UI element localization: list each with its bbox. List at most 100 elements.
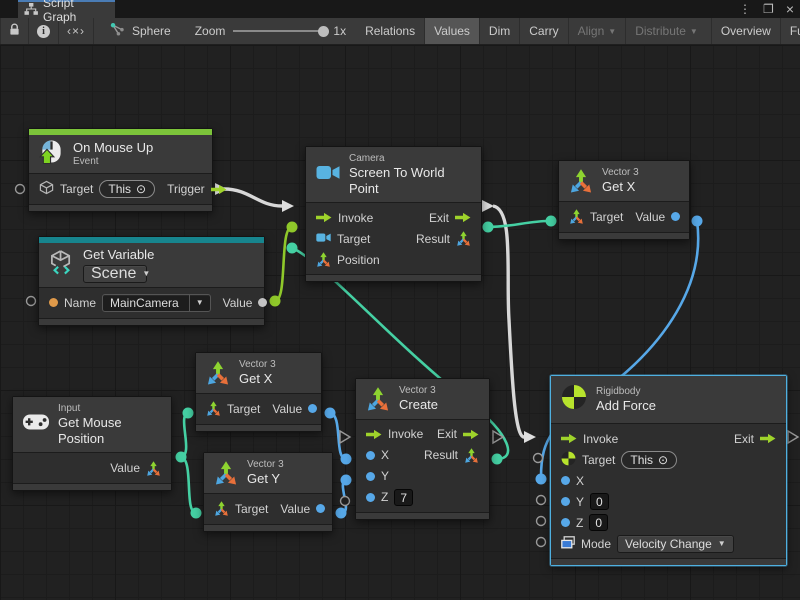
node-add-force[interactable]: Rigidbody Add Force Invoke Exit (550, 375, 787, 566)
flow-arrow-icon[interactable] (316, 212, 332, 223)
carry-button[interactable]: Carry (519, 18, 567, 44)
port-mouseup-target-in[interactable] (16, 185, 25, 194)
rigidbody-port-icon[interactable] (561, 451, 576, 469)
align-button[interactable]: Align ▼ (568, 18, 626, 44)
code-view-icon: ‹×› (67, 24, 85, 38)
values-button[interactable]: Values (424, 18, 479, 44)
target-object-field[interactable]: This ⊙ (99, 180, 155, 198)
zoom-slider[interactable] (233, 30, 325, 32)
mode-dropdown[interactable]: Velocity Change ▼ (617, 535, 734, 553)
z-value-field[interactable]: 0 (589, 514, 608, 531)
port-addforce-y-in[interactable] (537, 496, 546, 505)
port-create-x-in[interactable] (341, 454, 352, 465)
port-addforce-exit-out[interactable] (788, 431, 798, 443)
port-addforce-x-in[interactable] (536, 474, 547, 485)
zoom-slider-handle[interactable] (318, 26, 329, 37)
flow-arrow-icon[interactable] (455, 212, 471, 223)
lock-icon (9, 23, 20, 39)
node-vector3-create[interactable]: Vector 3 Create Invoke Exit X Result (355, 378, 490, 520)
node-get-x-top[interactable]: Vector 3 Get X Target Value (558, 160, 690, 240)
node-get-y[interactable]: Vector 3 Get Y Target Value (203, 452, 333, 532)
port-create-y-in[interactable] (341, 475, 352, 486)
flow-arrow-icon[interactable] (561, 433, 577, 444)
camera-port-icon[interactable] (316, 232, 331, 246)
port-stw-exit-out[interactable] (482, 200, 494, 212)
vector3-icon[interactable] (456, 231, 471, 246)
object-picker-icon[interactable]: ⊙ (658, 453, 668, 467)
port-create-result-out[interactable] (492, 454, 503, 465)
port-variable-value-out[interactable] (270, 296, 281, 307)
vector3-icon[interactable] (569, 209, 584, 224)
float-port[interactable] (366, 493, 375, 502)
tab-script-graph[interactable]: Script Graph (18, 0, 115, 18)
overview-button[interactable]: Overview (711, 18, 780, 44)
wire-mouse-to-getx (181, 413, 188, 457)
port-addforce-mode-in[interactable] (537, 538, 546, 547)
window-maximize-icon[interactable]: ❐ (763, 2, 774, 16)
zoom-label: Zoom (195, 24, 226, 38)
graph-toolbar: i ‹×› Sphere Zoom 1x Relations Values Di… (0, 18, 800, 45)
zoom-value: 1x (333, 24, 346, 38)
float-port[interactable] (366, 451, 375, 460)
port-getxmid-value-out[interactable] (325, 408, 336, 419)
node-get-x-mid[interactable]: Vector 3 Get X Target Value (195, 352, 322, 432)
node-on-mouse-up[interactable]: On Mouse Up Event Target This ⊙ Trigger (28, 128, 213, 212)
vector3-icon[interactable] (214, 501, 229, 516)
variable-scope-dropdown[interactable]: Scene ▼ (83, 265, 147, 283)
name-label: Name (64, 296, 96, 310)
x-label: X (576, 474, 584, 488)
port-addforce-target-in[interactable] (534, 454, 543, 463)
object-picker-icon[interactable]: ⊙ (136, 182, 146, 196)
flow-arrow-icon[interactable] (760, 433, 776, 444)
window-close-icon[interactable]: × (786, 1, 794, 17)
target-label: Target (60, 182, 93, 196)
float-port[interactable] (561, 476, 570, 485)
float-port[interactable] (308, 404, 317, 413)
port-gety-value-out[interactable] (336, 508, 347, 519)
node-title: Get Mouse Position (58, 415, 161, 446)
vector3-icon[interactable] (146, 461, 161, 476)
float-port[interactable] (561, 518, 570, 527)
variable-name-dropdown[interactable]: MainCamera ▼ (102, 294, 211, 312)
dim-button[interactable]: Dim (479, 18, 519, 44)
node-screen-to-world-point[interactable]: Camera Screen To World Point Invoke Exit (305, 146, 482, 282)
port-mouse-value-out[interactable] (176, 452, 187, 463)
port-stw-position-in[interactable] (287, 243, 298, 254)
z-value-field[interactable]: 7 (394, 489, 413, 506)
port-create-invoke-in[interactable] (340, 431, 350, 443)
port-stw-target-in[interactable] (287, 222, 298, 233)
port-create-z-in[interactable] (341, 497, 350, 506)
port-getxtop-value-out[interactable] (692, 216, 703, 227)
vector3-icon[interactable] (316, 252, 331, 267)
float-port[interactable] (316, 504, 325, 513)
port-variable-name-in[interactable] (27, 297, 36, 306)
port-stw-result-out[interactable] (483, 222, 494, 233)
vector3-icon[interactable] (206, 401, 221, 416)
gameobject-cube-icon (39, 180, 54, 198)
node-get-mouse-position[interactable]: Input Get Mouse Position Value (12, 396, 172, 491)
float-port[interactable] (366, 472, 375, 481)
flow-arrow-icon[interactable] (366, 429, 382, 440)
port-getxtop-target-in[interactable] (546, 216, 557, 227)
float-port[interactable] (671, 212, 680, 221)
float-port[interactable] (561, 497, 570, 506)
port-getxmid-target-in[interactable] (183, 408, 194, 419)
port-addforce-z-in[interactable] (537, 517, 546, 526)
window-menu-icon[interactable]: ⋮ (739, 2, 751, 16)
y-value-field[interactable]: 0 (590, 493, 609, 510)
relations-button[interactable]: Relations (356, 18, 424, 44)
node-category: Vector 3 (247, 459, 284, 471)
graph-canvas[interactable]: On Mouse Up Event Target This ⊙ Trigger (0, 45, 800, 600)
enum-icon[interactable] (561, 536, 575, 552)
vector3-icon[interactable] (464, 448, 479, 463)
port-gety-target-in[interactable] (191, 508, 202, 519)
flow-arrow-icon[interactable] (211, 184, 227, 195)
vector3-icon (214, 461, 238, 485)
flow-arrow-icon[interactable] (463, 429, 479, 440)
distribute-button[interactable]: Distribute ▼ (625, 18, 707, 44)
string-port[interactable] (49, 298, 58, 307)
node-get-variable[interactable]: Get Variable Scene ▼ Name MainCamera ▼ V… (38, 236, 265, 326)
target-object-field[interactable]: This ⊙ (621, 451, 677, 469)
lock-button[interactable] (0, 18, 28, 44)
full-screen-button[interactable]: Full Screen (780, 18, 800, 44)
